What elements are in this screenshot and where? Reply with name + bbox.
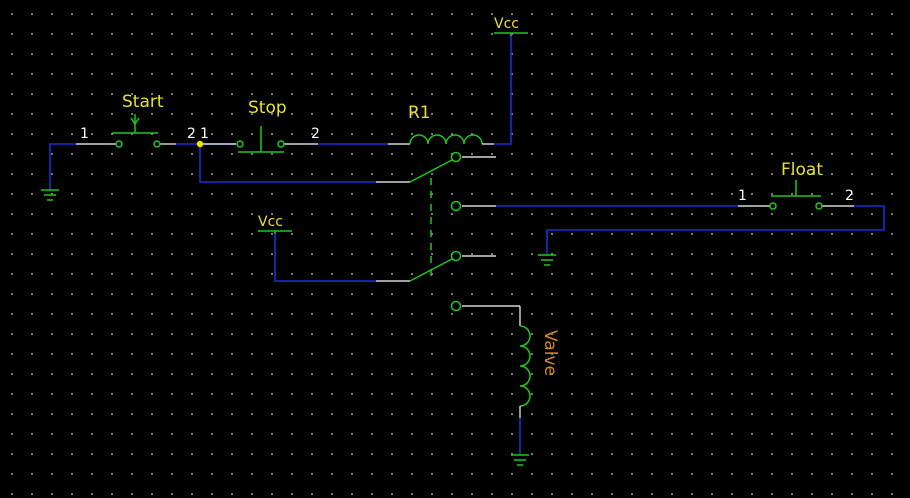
relay-contacts[interactable]	[409, 151, 462, 312]
start-pin2-label: 2	[187, 126, 196, 142]
vcc-label-left: Vcc	[258, 214, 283, 230]
float-switch[interactable]	[769, 180, 823, 210]
ground-symbol-float[interactable]	[538, 254, 556, 266]
float-pin1-label: 1	[738, 188, 747, 204]
float-label: Float	[781, 160, 823, 180]
wire-vcc-left-to-contact[interactable]	[274, 232, 376, 282]
wires	[49, 34, 885, 282]
junction-dot	[196, 140, 204, 148]
vcc-symbol-top[interactable]	[494, 32, 528, 36]
relay-coil[interactable]	[388, 134, 494, 145]
stop-pin1-label: 1	[200, 126, 209, 142]
ground-symbol-valve[interactable]	[511, 454, 529, 466]
wire-start-left-to-ground[interactable]	[49, 143, 76, 190]
start-switch[interactable]	[112, 114, 161, 148]
wire-coil-to-vcc-top[interactable]	[494, 34, 512, 145]
wire-seal-in[interactable]	[199, 144, 376, 183]
pin-stubs	[76, 143, 854, 307]
stop-pin2-label: 2	[311, 126, 320, 142]
valve-label: Valve	[540, 330, 560, 376]
float-pin2-label: 2	[845, 188, 854, 204]
valve-coil[interactable]	[519, 306, 531, 455]
wire-float-to-ground[interactable]	[546, 205, 885, 255]
start-label: Start	[122, 92, 164, 112]
relay-label: R1	[408, 103, 431, 123]
relay-blade-upper	[409, 159, 453, 183]
vcc-label-top: Vcc	[494, 16, 519, 32]
vcc-symbol-left[interactable]	[258, 230, 292, 234]
stop-switch[interactable]	[236, 126, 285, 153]
stop-label: Stop	[248, 98, 287, 118]
start-pin1-label: 1	[80, 126, 89, 142]
ground-symbol-left[interactable]	[41, 189, 59, 201]
